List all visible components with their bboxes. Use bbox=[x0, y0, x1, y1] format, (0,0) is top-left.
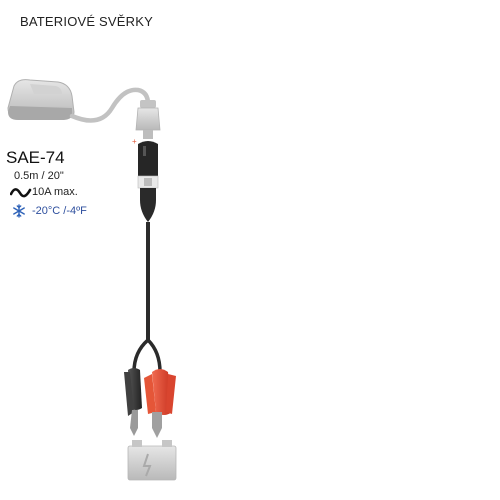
temperature-value: -20°C /-4ºF bbox=[32, 205, 87, 217]
charger-icon bbox=[7, 79, 75, 120]
positive-clamp-icon bbox=[144, 369, 176, 438]
current-spec: 10A max. bbox=[9, 185, 78, 199]
sae-connector-charger-icon bbox=[135, 100, 161, 139]
model-name: SAE-74 bbox=[6, 148, 65, 167]
sae-connector-cable-icon bbox=[137, 141, 159, 222]
positive-lead bbox=[146, 338, 162, 373]
negative-lead bbox=[132, 338, 150, 373]
current-value: 10A max. bbox=[32, 186, 78, 198]
wave-icon bbox=[9, 185, 32, 199]
negative-clamp-icon bbox=[124, 368, 142, 436]
cable-length: 0.5m / 20" bbox=[14, 170, 64, 182]
plus-marker: + bbox=[132, 137, 137, 146]
page-title: BATERIOVÉ SVĚRKY bbox=[20, 14, 153, 29]
snowflake-icon bbox=[10, 204, 32, 218]
charger-cable bbox=[69, 87, 151, 123]
temperature-spec: -20°C /-4ºF bbox=[10, 204, 87, 218]
battery-icon bbox=[127, 440, 177, 481]
